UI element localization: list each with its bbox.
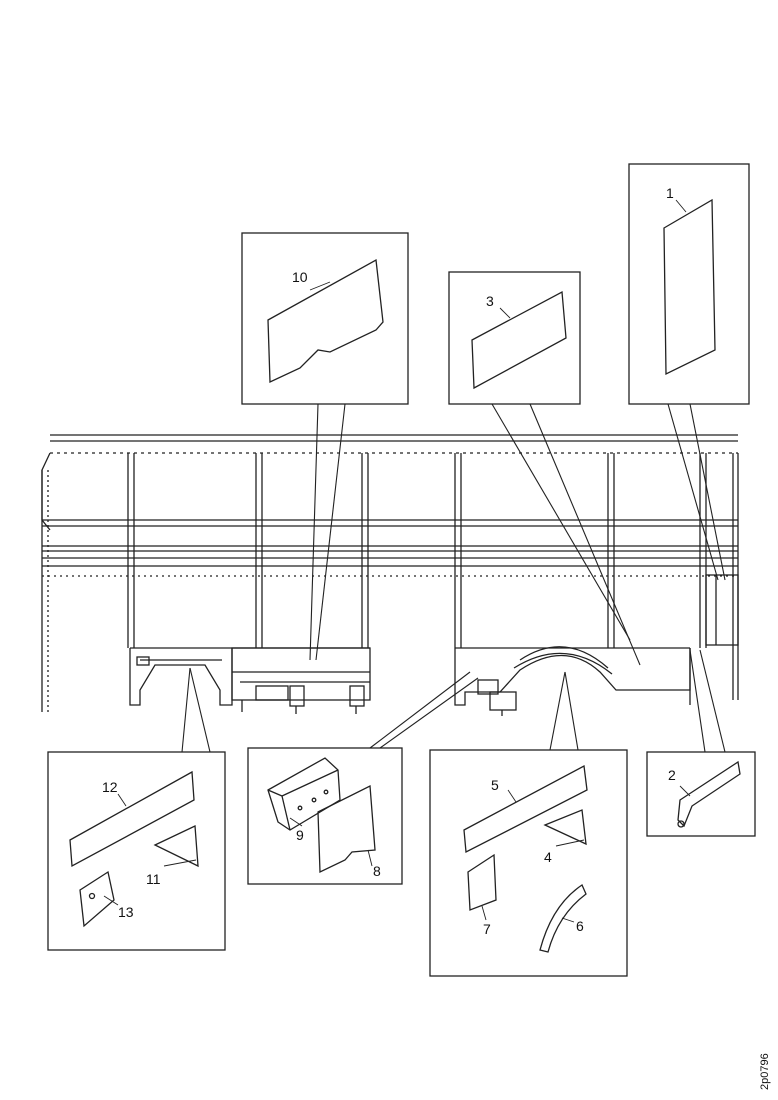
callout-label: 6 — [576, 918, 584, 934]
callout-box-1: 1 — [628, 163, 750, 405]
callout-box-3: 3 — [448, 271, 581, 405]
part-13-bracket — [79, 870, 115, 928]
callout-box-4-7: 5 4 7 6 — [429, 749, 628, 977]
callout-label: 11 — [146, 871, 161, 887]
callout-label: 9 — [296, 827, 304, 843]
callout-box-11-13: 12 11 13 — [47, 751, 226, 951]
part-7-bracket — [467, 853, 497, 911]
callout-box-10: 10 — [241, 232, 409, 405]
callout-label: 4 — [544, 849, 552, 865]
callout-label: 5 — [491, 777, 499, 793]
part-1-panel — [663, 198, 716, 376]
mid-underframe — [231, 647, 371, 714]
part-6-arch — [539, 884, 587, 953]
callout-box-2: 2 — [646, 751, 756, 837]
front-wheel-area — [129, 648, 233, 706]
part-10-panel — [267, 258, 384, 384]
part-2-bracket — [677, 760, 741, 828]
callout-label: 8 — [373, 863, 381, 879]
body-frame — [41, 434, 739, 712]
callout-label: 7 — [483, 921, 491, 937]
part-9-bracket — [267, 757, 341, 831]
rear-wheel-arch — [454, 646, 691, 716]
part-12-strip — [69, 770, 195, 868]
leader-lines — [181, 403, 726, 753]
part-8-panel — [317, 784, 376, 874]
callout-label: 3 — [486, 293, 494, 309]
drawing-reference-code: 2p0796 — [759, 1053, 771, 1090]
part-4-gusset — [543, 809, 587, 846]
callout-label: 10 — [292, 269, 308, 285]
callout-label: 1 — [666, 185, 674, 201]
callout-label: 2 — [668, 767, 676, 783]
part-5-strip — [463, 764, 588, 854]
callout-label: 12 — [102, 779, 118, 795]
callout-box-8-9: 9 8 — [247, 747, 403, 885]
callout-label: 13 — [118, 904, 134, 920]
part-3-panel — [471, 290, 567, 390]
part-11-gusset — [153, 825, 199, 868]
